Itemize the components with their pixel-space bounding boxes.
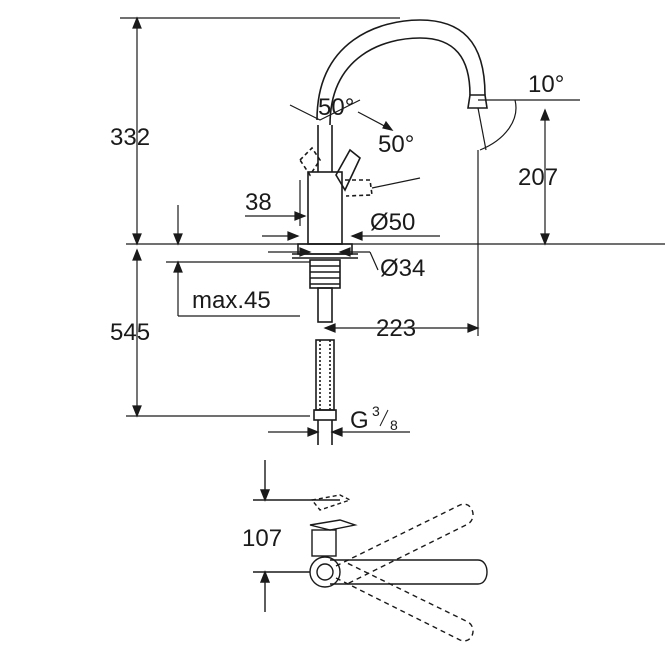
thread-prefix-label: G [350, 407, 369, 434]
height-dimension-lines [120, 16, 665, 418]
thread-numerator-label: 3 [372, 403, 380, 419]
lever-angle-right-label: 50° [378, 131, 414, 158]
angle-top-label: 10° [528, 71, 564, 98]
lever-angle-left-label: 50° [318, 94, 354, 121]
angle-markers [166, 99, 580, 437]
height-lower-label: 545 [110, 319, 150, 346]
spout-height-label: 207 [518, 164, 558, 191]
max-thickness-label: max.45 [192, 287, 271, 314]
hole-diameter-label: Ø34 [380, 255, 425, 282]
base-diameter-label: Ø50 [370, 209, 415, 236]
height-upper-label: 332 [110, 124, 150, 151]
reach-label: 223 [376, 315, 416, 342]
thread-fraction-slash [379, 409, 389, 427]
lever-clearance-label: 107 [242, 525, 282, 552]
thread-denominator-label: 8 [390, 417, 398, 433]
base-offset-label: 38 [245, 189, 272, 216]
top-view [253, 460, 488, 642]
